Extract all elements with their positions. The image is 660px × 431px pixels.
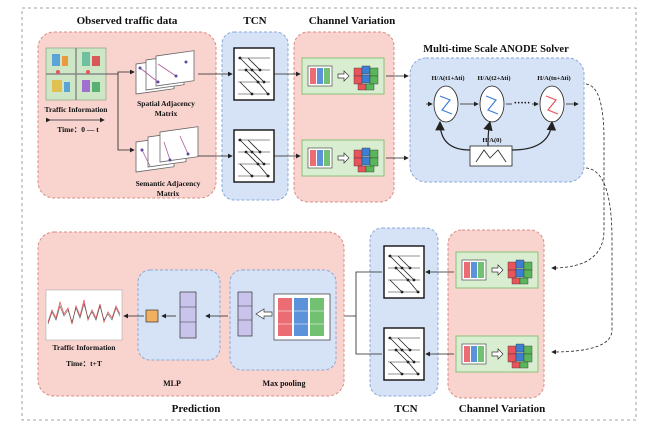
mlp-panel [137,269,221,361]
prediction-chart-image [45,289,123,341]
semantic-matrix-label-2: Matrix [157,189,180,198]
solver-hn-label: H/A(tn+Δti) [537,75,570,82]
channel-block-top-2 [301,139,385,177]
channel-block-top-1 [301,57,385,95]
tcn-block-bottom-2 [383,327,425,381]
semantic-matrix-label: Semantic Adjacency [136,179,201,188]
semantic-matrix-image [135,126,199,173]
city-map-image [45,47,107,101]
spatial-matrix-image [135,50,195,95]
maxpool-input-tensor [273,293,331,341]
solver-title: Multi-time Scale ANODE Solver [423,44,569,55]
spatial-matrix-label-2: Matrix [155,109,178,118]
tcn-block-top-2 [233,129,275,183]
channel-block-bottom-1 [455,251,539,289]
solver-h1-label: H/A(t1+Δti) [431,75,464,82]
outer-frame [21,7,637,421]
spatial-matrix-label: Spatial Adjacency [137,99,195,108]
prediction-title: Prediction [172,403,221,415]
tcn-top-title: TCN [243,15,266,27]
tcn-bottom-title: TCN [394,403,417,415]
channel-top-title: Channel Variation [309,15,396,27]
solver-ellipsis: ····· [514,98,531,109]
maxpool-label: Max pooling [263,379,306,388]
tcn-block-top-1 [233,47,275,101]
solver-initial-state [469,145,513,167]
output-square [145,309,159,323]
time-top-label: Time：0 — t [57,125,99,134]
traffic-info-top-label: Traffic Information [45,105,109,114]
solver-node-1 [433,85,459,123]
mlp-label: MLP [163,379,181,388]
observed-title: Observed traffic data [77,15,178,27]
solver-h2-label: H/A(t2+Δti) [477,75,510,82]
solver-h0-label: H/A(0) [482,137,501,144]
solver-node-n [539,85,565,123]
mlp-vector [179,291,197,339]
channel-bottom-title: Channel Variation [459,403,546,415]
channel-block-bottom-2 [455,335,539,373]
traffic-info-bottom-label: Traffic Information [53,343,117,352]
time-bottom-label: Time：t+T [66,359,102,368]
maxpool-output-vector [237,291,253,337]
tcn-block-bottom-1 [383,245,425,299]
solver-node-2 [479,85,505,123]
